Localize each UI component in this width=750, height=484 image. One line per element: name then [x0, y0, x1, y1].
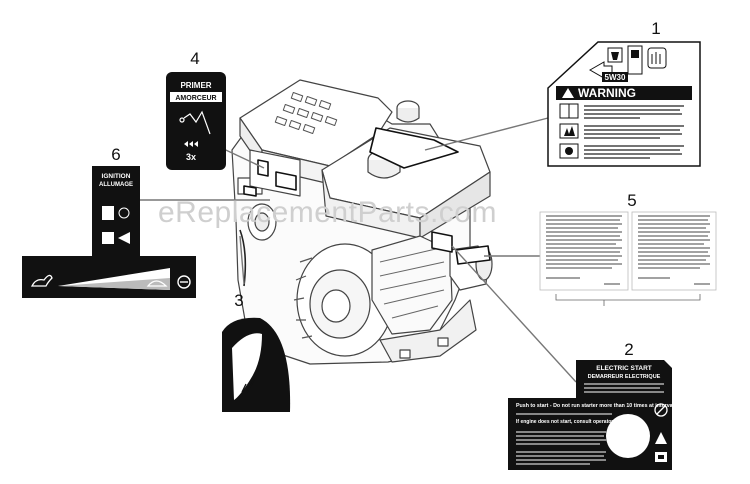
ignition-key-icon	[102, 206, 130, 220]
primer-title: PRIMER	[180, 81, 211, 90]
choke-icon	[102, 232, 130, 244]
fire-hazard-icon	[559, 123, 579, 139]
callout-6: 6	[111, 145, 120, 164]
manual-book-icon	[559, 103, 579, 119]
electric-start-subtitle: DEMARREUR ELECTRIQUE	[588, 374, 661, 380]
leader-line-3	[239, 235, 245, 285]
ignition-subtitle: ALLUMAGE	[99, 182, 133, 188]
stop-icon	[177, 275, 191, 289]
decal-5-labels	[539, 211, 717, 306]
callout-1: 1	[651, 19, 660, 38]
press-arrows-icon	[184, 141, 198, 147]
decal-1-warning: 5W30 WARNING	[547, 41, 701, 167]
oil-can-icon	[607, 47, 623, 63]
callout-3: 3	[234, 291, 243, 310]
fuel-pump-icon	[627, 45, 643, 75]
caution-triangle-icon	[655, 432, 667, 444]
battery-icon	[655, 452, 667, 462]
callout-2: 2	[624, 340, 633, 359]
callout-5: 5	[627, 191, 636, 210]
decal-6-ignition: IGNITION ALLUMAGE	[22, 166, 196, 298]
primer-subtitle: AMORCEUR	[175, 95, 216, 102]
key-symbol-icon	[654, 403, 668, 417]
lever-symbol-icon	[241, 379, 255, 393]
push-to-start-text: Push to start - Do not run starter more …	[516, 403, 684, 409]
leader-line-1	[424, 117, 549, 151]
leader-lines	[140, 117, 577, 383]
hand-icon	[647, 47, 667, 69]
decal-3-lever	[222, 317, 291, 412]
turtle-icon	[146, 280, 168, 287]
decal-5-left	[539, 211, 629, 291]
if-engine-text: If engine does not start, consult operat…	[516, 419, 637, 425]
oil-grade-label: 5W30	[605, 73, 626, 82]
decal-2-electric-start: ELECTRIC START DEMARREUR ELECTRIQUE Push…	[508, 360, 684, 470]
callout-4: 4	[190, 49, 199, 68]
primer-count: 3x	[186, 152, 196, 162]
callout-numbers: 1 2 3 4 5 6	[111, 19, 660, 359]
warning-title: WARNING	[578, 86, 636, 100]
decal-4-primer: PRIMER AMORCEUR 3x	[166, 72, 226, 170]
primer-bulb-icon	[179, 110, 211, 135]
ignition-title: IGNITION	[102, 173, 131, 180]
electric-start-title: ELECTRIC START	[596, 365, 652, 372]
rabbit-icon	[30, 274, 53, 287]
leader-line-2	[451, 245, 577, 383]
explosion-icon	[559, 143, 579, 159]
decal-5-right	[631, 211, 717, 291]
engine-illustration	[231, 79, 493, 365]
watermark-text: eReplacementParts.com	[158, 196, 497, 229]
